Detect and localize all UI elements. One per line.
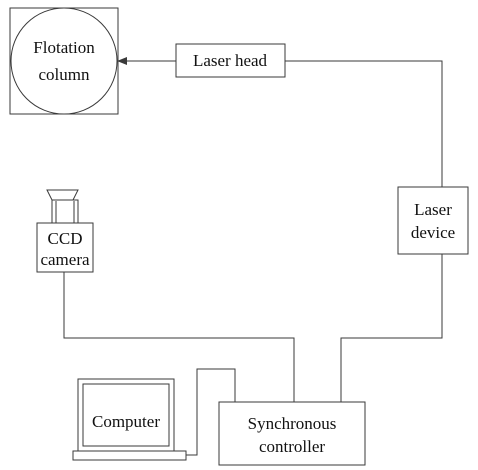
ccd-camera-node: CCD camera [36,189,94,273]
laptop-screen-inner [82,383,170,447]
wire-laser-device-to-controller [340,254,443,402]
laptop-base [72,450,187,461]
laser-head-label: Laser head [193,51,268,70]
synchronous-controller-box [218,401,366,466]
camera-lens-hood-icon [46,189,79,201]
flotation-column-node: Flotation column [9,7,119,115]
laser-head-node: Laser head [175,43,286,78]
wire-computer-to-controller [186,368,236,456]
laser-device-box [397,186,469,255]
wire-camera-to-controller [63,272,295,402]
laser-head-box [175,43,286,78]
synchronous-controller-label-line2: controller [259,437,325,456]
flotation-column-circle [10,7,118,115]
ccd-camera-label-line2: camera [40,250,90,269]
synchronous-controller-label-line1: Synchronous [248,414,337,433]
computer-label: Computer [92,412,160,431]
synchronous-controller-node: Synchronous controller [218,401,366,466]
ccd-camera-box [36,222,94,273]
laser-device-label-line2: device [411,223,455,242]
ccd-camera-label-line1: CCD [48,229,83,248]
connections [63,57,443,456]
flotation-column-label-line1: Flotation [33,38,95,57]
computer-node: Computer [72,378,187,461]
wire-laser-head-to-laser-device [285,60,443,187]
flotation-column-label-line2: column [39,65,90,84]
laser-device-label-line1: Laser [414,200,452,219]
laser-device-node: Laser device [397,186,469,255]
